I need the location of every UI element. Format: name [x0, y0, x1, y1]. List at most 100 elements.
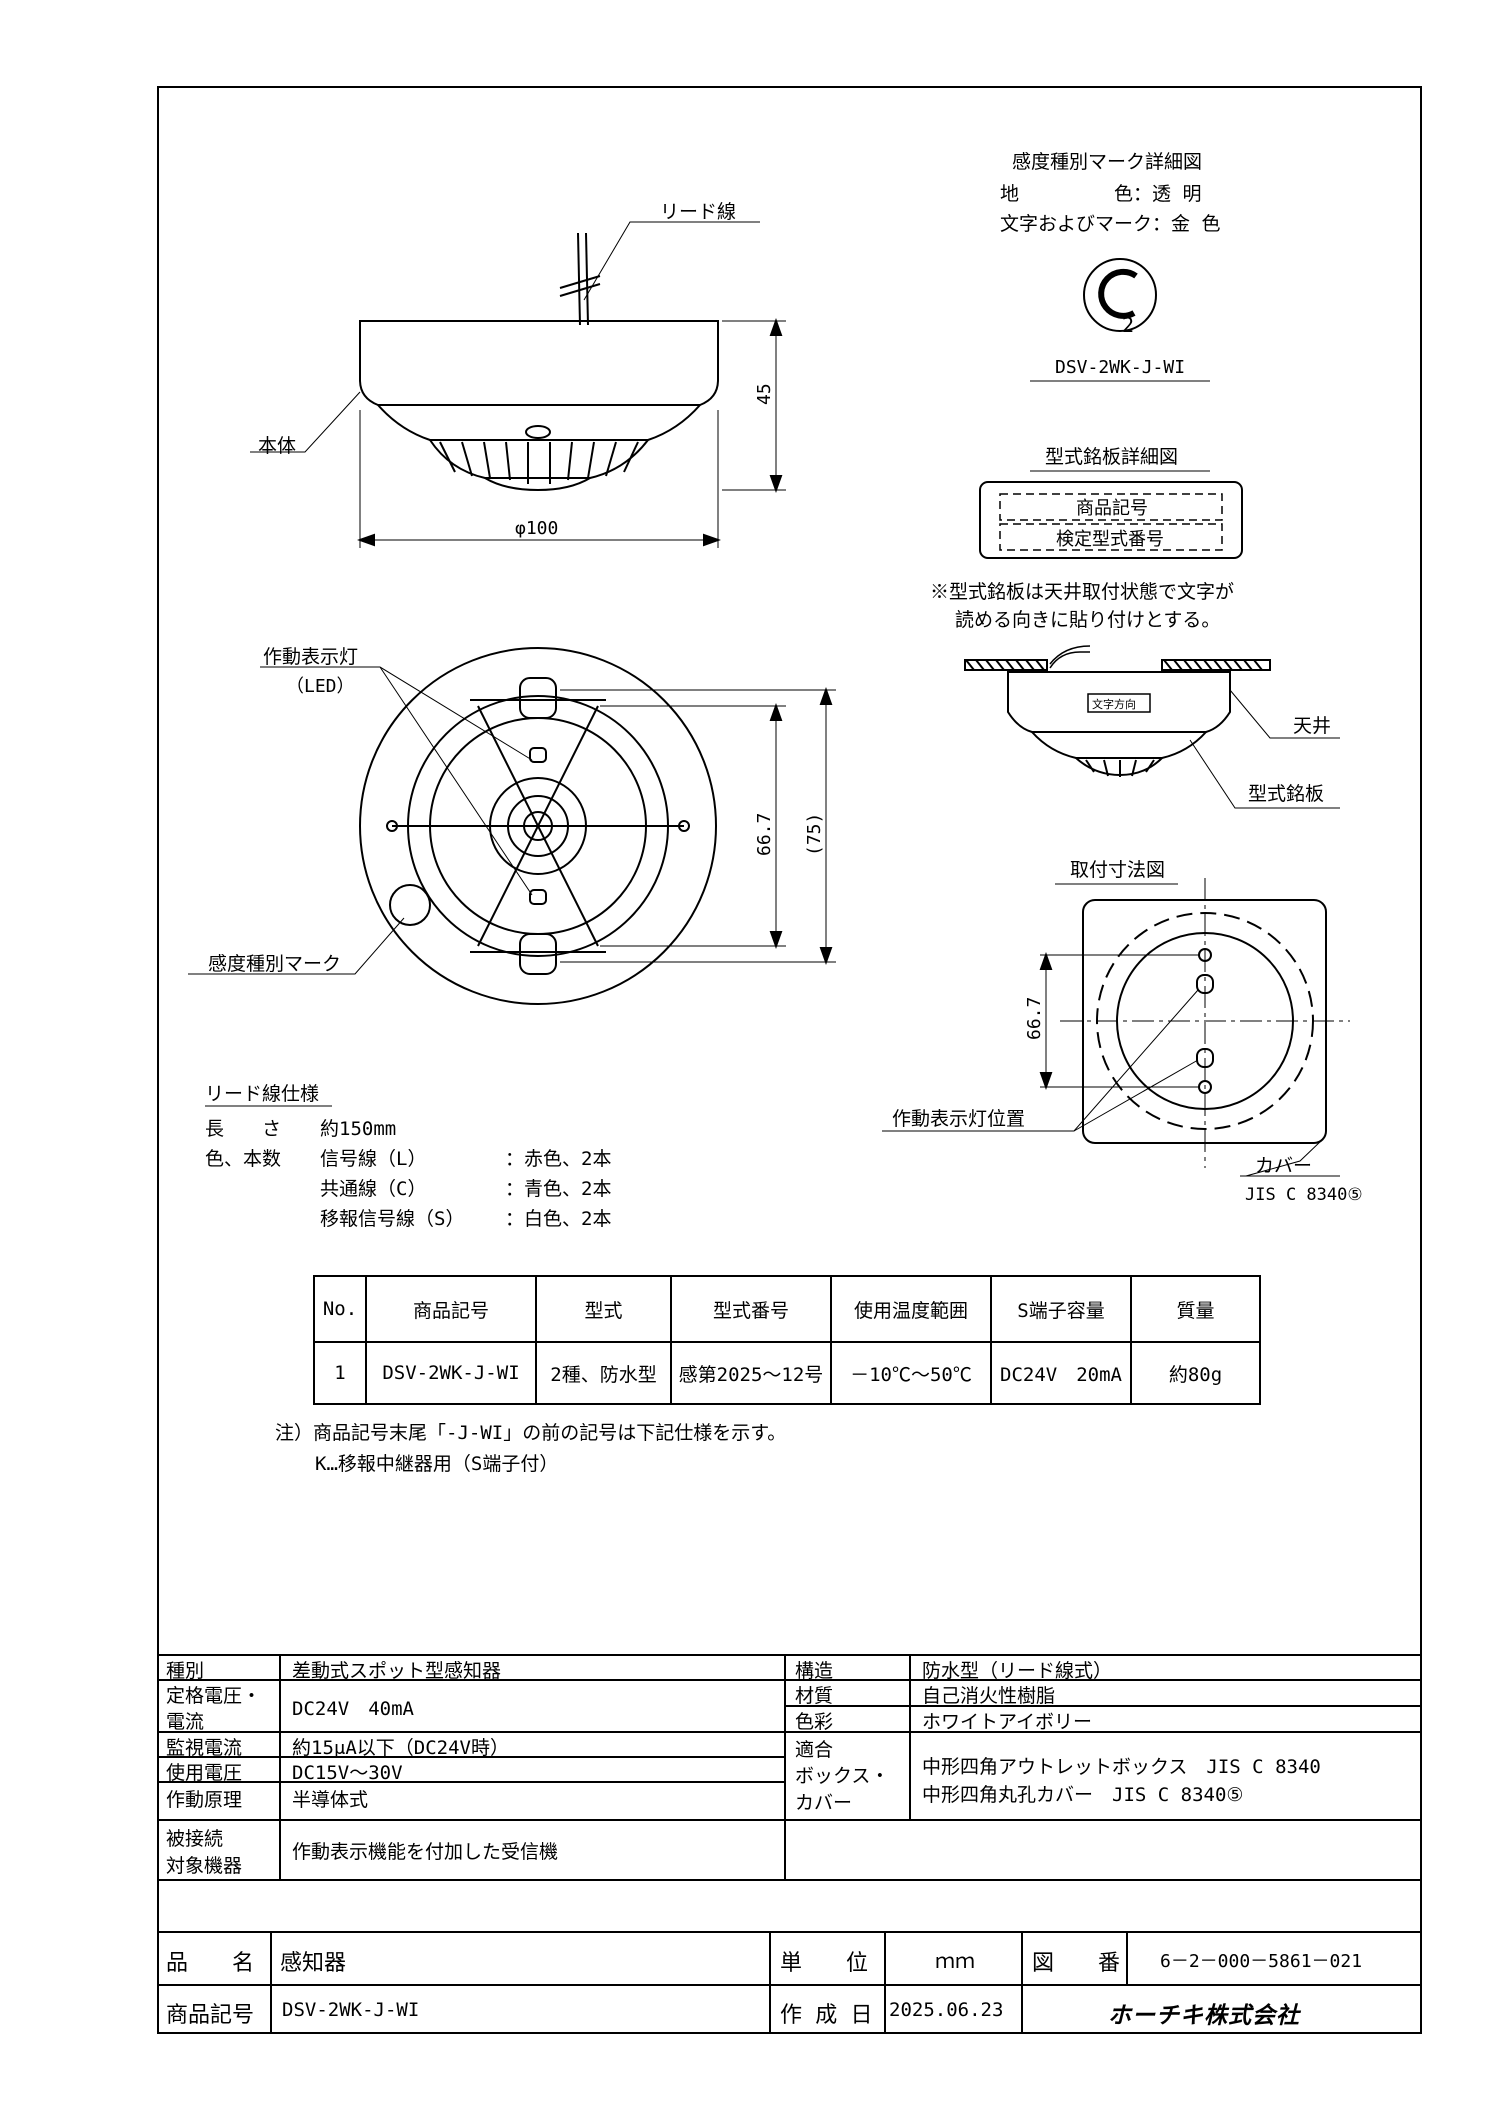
kind-label: 種別: [166, 1660, 205, 1682]
box-label-1: 適合: [795, 1739, 834, 1761]
name-value: 感知器: [280, 1951, 347, 1976]
top-view: [188, 647, 836, 1005]
mark-model: DSV-2WK-J-WI: [1055, 357, 1185, 378]
plate-label: 型式銘板: [1248, 783, 1324, 805]
unit-value: ｍｍ: [935, 1949, 975, 1973]
lead-row-name: 共通線（C）: [320, 1178, 427, 1200]
mounting-dimension-view: [882, 878, 1350, 1177]
table-cell: 2種、防水型: [535, 1341, 672, 1405]
drawing-frame: [157, 86, 1422, 2034]
plate-note-2: 読める向きに貼り付けとする。: [955, 609, 1220, 631]
table-header-cell: No.: [313, 1275, 367, 1343]
body-label: 本体: [258, 435, 296, 457]
box-label-3: カバー: [795, 1792, 853, 1814]
product-table: No. 商品記号 型式 型式番号 使用温度範囲 S端子容量 質量 1 DSV-2…: [313, 1275, 1261, 1405]
monitor-value: 約15μA以下（DC24V時）: [292, 1737, 509, 1759]
box-value-1: 中形四角アウトレットボックス JIS C 8340: [922, 1756, 1321, 1778]
name-label: 品 名: [166, 1951, 255, 1976]
note-line-2: K…移報中継器用（S端子付）: [315, 1453, 559, 1475]
use-voltage-label: 使用電圧: [166, 1762, 243, 1784]
cover-standard: JIS C 8340⑤: [1245, 1185, 1363, 1205]
table-cell: DSV-2WK-J-WI: [365, 1341, 537, 1405]
table-header-row: No. 商品記号 型式 型式番号 使用温度範囲 S端子容量 質量: [313, 1275, 1261, 1343]
table-row: 1 DSV-2WK-J-WI 2種、防水型 感第2025～12号 －10℃～50…: [313, 1341, 1261, 1405]
sensitivity-mark-label: 感度種別マーク: [208, 953, 341, 975]
principle-label: 作動原理: [166, 1789, 243, 1811]
table-header-cell: 型式: [535, 1275, 672, 1343]
voltage-label-2: 電流: [166, 1711, 205, 1733]
mark-detail-title: 感度種別マーク詳細図: [1012, 151, 1202, 173]
lead-length-label: 長 さ: [205, 1118, 282, 1140]
mark-number: 2: [1122, 313, 1134, 337]
use-voltage-value: DC15V～30V: [292, 1762, 403, 1784]
plate-line-2: 検定型式番号: [1056, 529, 1164, 550]
monitor-label: 監視電流: [166, 1737, 243, 1759]
voltage-label-1: 定格電圧・: [166, 1685, 262, 1707]
table-cell: 1: [313, 1341, 367, 1405]
plate-line-1: 商品記号: [1076, 498, 1148, 519]
table-cell: 約80g: [1130, 1341, 1261, 1405]
plate-detail-title: 型式銘板詳細図: [1045, 446, 1178, 468]
voltage-value: DC24V 40mA: [292, 1698, 414, 1720]
led-label: 作動表示灯: [263, 646, 358, 668]
lead-row-value: ：白色、2本: [505, 1208, 612, 1230]
table-cell: －10℃～50℃: [830, 1341, 992, 1405]
lead-length-value: 約150mm: [320, 1118, 397, 1140]
mark-text-color: 文字およびマーク：金 色: [1000, 213, 1220, 235]
led-position-label: 作動表示灯位置: [892, 1108, 1025, 1130]
led-sub-label: （LED）: [286, 676, 355, 697]
code-value: DSV-2WK-J-WI: [282, 1999, 420, 2021]
cover-label: カバー: [1255, 1155, 1312, 1177]
color-label: 色彩: [795, 1711, 834, 1733]
lead-wire-label: リード線: [660, 201, 736, 223]
table-cell: DC24V 20mA: [990, 1341, 1132, 1405]
dimension-66-7: 66.7: [754, 813, 775, 856]
material-value: 自己消火性樹脂: [922, 1685, 1056, 1707]
table-header-cell: 質量: [1130, 1275, 1261, 1343]
table-header-cell: S端子容量: [990, 1275, 1132, 1343]
structure-label: 構造: [795, 1660, 834, 1682]
target-label-1: 被接続: [166, 1828, 224, 1850]
lead-row-value: ：青色、2本: [505, 1178, 612, 1200]
lead-row-name: 信号線（L）: [320, 1148, 427, 1170]
lead-row-name: 移報信号線（S）: [320, 1208, 465, 1230]
plate-note-1: ※型式銘板は天井取付状態で文字が: [930, 581, 1234, 603]
target-value: 作動表示機能を付加した受信機: [292, 1841, 559, 1863]
diameter-dimension: φ100: [515, 518, 558, 539]
table-cell: 感第2025～12号: [670, 1341, 832, 1405]
table-header-cell: 商品記号: [365, 1275, 537, 1343]
technical-drawings: リード線 本体 45 φ100 作動表示灯 （LED） 66.7 (75) 感度…: [188, 151, 1363, 1205]
target-label-2: 対象機器: [166, 1855, 243, 1877]
table-header-cell: 型式番号: [670, 1275, 832, 1343]
lead-spec-title: リード線仕様: [205, 1083, 319, 1105]
code-label: 商品記号: [166, 2003, 255, 2028]
table-header-cell: 使用温度範囲: [830, 1275, 992, 1343]
principle-value: 半導体式: [292, 1789, 369, 1811]
date-value: 2025.06.23: [889, 1999, 1004, 2021]
color-value: ホワイトアイボリー: [922, 1711, 1093, 1733]
box-label-2: ボックス・: [795, 1765, 890, 1787]
mark-ground-color: 地 色：透 明: [1000, 183, 1201, 205]
nameplate-detail: [979, 470, 1243, 559]
ceiling-mount-view: [964, 645, 1340, 809]
mount-detail-title: 取付寸法図: [1070, 859, 1165, 881]
note-line-1: 注）商品記号末尾「-J-WI」の前の記号は下記仕様を示す。: [275, 1422, 787, 1444]
date-label: 作 成 日: [780, 2003, 873, 2028]
lead-row-value: ：赤色、2本: [505, 1148, 612, 1170]
kind-value: 差動式スポット型感知器: [292, 1660, 502, 1682]
drawing-number-label: 図 番: [1032, 1951, 1121, 1976]
box-value-2: 中形四角丸孔カバー JIS C 8340⑤: [922, 1784, 1244, 1806]
notes: 注）商品記号末尾「-J-WI」の前の記号は下記仕様を示す。 K…移報中継器用（S…: [275, 1418, 786, 1480]
height-dimension: 45: [754, 383, 775, 405]
dimension-75: (75): [804, 813, 825, 856]
side-view: [250, 221, 786, 548]
orientation-tag: 文字方向: [1092, 697, 1136, 711]
unit-label: 単 位: [780, 1951, 869, 1976]
sensitivity-mark-icon: [1030, 258, 1210, 382]
company-logo: ホーチキ株式会社: [1108, 2003, 1300, 2029]
lead-color-label: 色、本数: [205, 1148, 282, 1170]
ceiling-label: 天井: [1293, 715, 1331, 737]
structure-value: 防水型（リード線式）: [922, 1660, 1113, 1682]
mount-dimension: 66.7: [1024, 997, 1045, 1040]
